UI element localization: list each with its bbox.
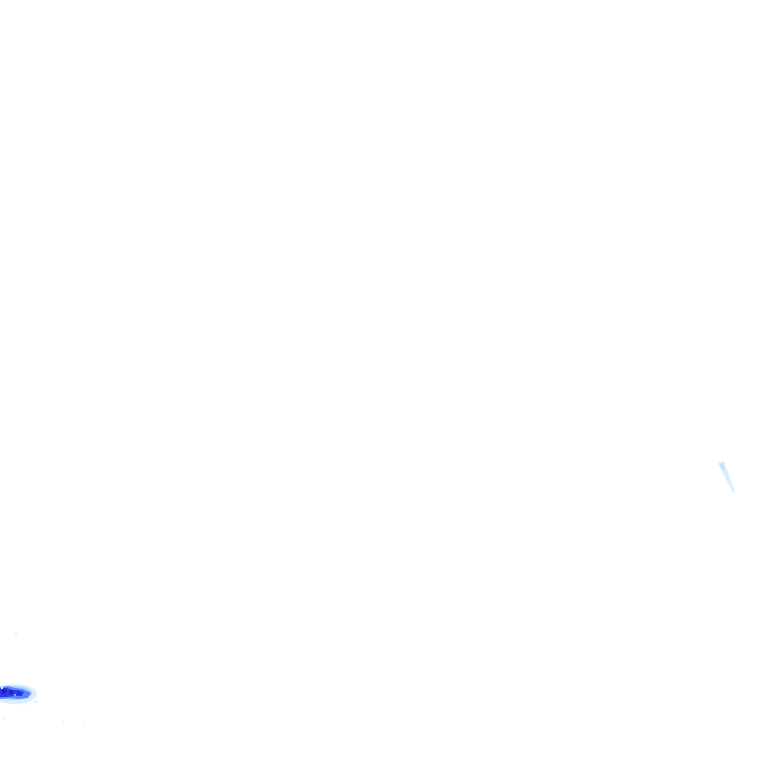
precip-streak-east — [718, 461, 735, 493]
precip-cell-southwest-core-2 — [8, 689, 14, 695]
precip-speck — [61, 720, 65, 724]
precip-speck — [2, 716, 6, 720]
precip-streak-east-inner — [719, 463, 725, 470]
precip-cell-southwest-core-1 — [1, 688, 7, 694]
precip-cell-southwest-core-3 — [17, 691, 21, 695]
precip-speck — [14, 632, 18, 636]
precip-specks — [2, 632, 85, 726]
precip-cell-southwest-gap-2 — [14, 694, 16, 696]
precip-speck — [23, 705, 25, 707]
precip-cell-southwest-gap-1 — [0, 686, 4, 690]
precip-speck — [34, 700, 38, 704]
precip-cell-southwest — [0, 684, 37, 704]
precip-speck — [83, 724, 85, 726]
